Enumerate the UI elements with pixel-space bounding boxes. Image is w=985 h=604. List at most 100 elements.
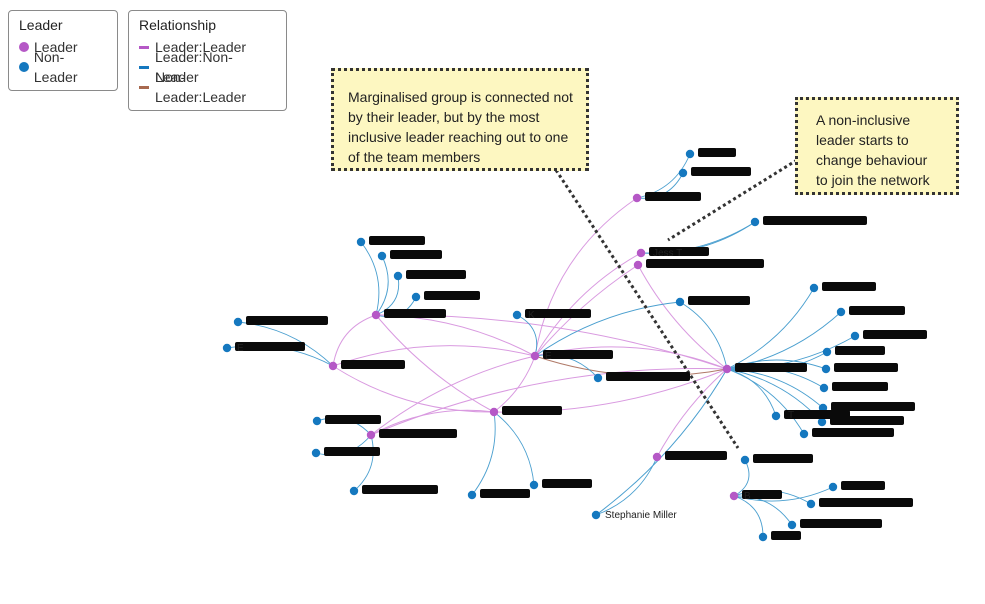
edge-leader-nonleader — [375, 255, 389, 316]
redacted-label-bar — [362, 485, 438, 494]
legend-leader-title: Leader — [19, 17, 63, 33]
non-leader-node[interactable] — [809, 283, 819, 293]
redacted-label-bar — [735, 363, 807, 372]
leader-node[interactable] — [729, 491, 739, 501]
legend-item-leader: Leader — [19, 37, 107, 57]
non-leader-node[interactable] — [222, 343, 232, 353]
node-layer — [222, 149, 860, 542]
non-leader-node[interactable] — [822, 347, 832, 357]
redacted-label-bar — [502, 406, 562, 415]
non-leader-node[interactable] — [393, 271, 403, 281]
non-leader-node[interactable] — [512, 310, 522, 320]
non-leader-node[interactable] — [593, 373, 603, 383]
redacted-label-bar — [235, 342, 305, 351]
edge-leader-nonleader — [595, 456, 658, 516]
redacted-label-bar — [665, 451, 727, 460]
redacted-label-bar — [800, 519, 882, 528]
node-label-t-prefix: T — [788, 410, 794, 421]
non-leader-node[interactable] — [806, 499, 816, 509]
non-leader-node[interactable] — [529, 480, 539, 490]
edge-leader-leader — [534, 264, 639, 357]
redacted-label-bar — [649, 247, 709, 256]
non-leader-node[interactable] — [233, 317, 243, 327]
edge-leader-nonleader — [471, 411, 496, 496]
edge-leader-leader — [370, 409, 495, 436]
redacted-label-bar — [841, 481, 885, 490]
non-leader-node[interactable] — [817, 417, 827, 427]
non-leader-node[interactable] — [377, 251, 387, 261]
leader-node[interactable] — [489, 407, 499, 417]
redacted-label-bar — [390, 250, 442, 259]
non-leader-node[interactable] — [758, 532, 768, 542]
non-leader-node[interactable] — [467, 490, 477, 500]
non-leader-node[interactable] — [591, 510, 601, 520]
non-leader-node[interactable] — [799, 429, 809, 439]
non-leader-node[interactable] — [771, 411, 781, 421]
redacted-label-bar — [525, 309, 591, 318]
callout-pointer-layer — [554, 158, 798, 449]
non-leader-node[interactable] — [819, 383, 829, 393]
edge-leader-leader — [375, 314, 495, 413]
non-leader-node[interactable] — [821, 364, 831, 374]
node-label-stephanie: Stephanie Miller — [605, 510, 677, 521]
redacted-label-bar — [424, 291, 480, 300]
redacted-label-bar — [646, 259, 764, 268]
redacted-label-bar — [834, 363, 898, 372]
non-leader-node[interactable] — [311, 448, 321, 458]
edge-leader-nonleader — [726, 287, 815, 370]
edge-leader-nonleader — [679, 301, 728, 370]
leader-node[interactable] — [530, 351, 540, 361]
edge-leader-leader — [534, 252, 642, 357]
leader-node[interactable] — [722, 364, 732, 374]
redacted-label-bar — [819, 498, 913, 507]
leader-node[interactable] — [633, 260, 643, 270]
nonleader-leader-swatch-icon — [139, 85, 149, 89]
legend-item-label: Leader — [34, 39, 78, 55]
non-leader-node[interactable] — [787, 520, 797, 530]
leader-node[interactable] — [632, 193, 642, 203]
redacted-label-bar — [406, 270, 466, 279]
callout-pointer — [554, 169, 740, 449]
edge-leader-nonleader — [733, 495, 793, 526]
redacted-label-bar — [753, 454, 813, 463]
non-leader-dot-icon — [19, 62, 29, 72]
edge-leader-nonleader — [516, 314, 538, 357]
leader-node[interactable] — [636, 248, 646, 258]
non-leader-node[interactable] — [740, 455, 750, 465]
non-leader-node[interactable] — [678, 168, 688, 178]
edge-leader-leader — [637, 264, 728, 370]
legend-item-nonleader-leader: Non-Leader:Leader — [139, 69, 276, 105]
edge-leader-nonleader — [493, 411, 535, 486]
non-leader-node[interactable] — [675, 297, 685, 307]
redacted-label-bar — [543, 350, 613, 359]
node-label-l-prefix: E — [237, 343, 244, 354]
legend-relationship: Relationship Leader:Leader Leader:Non-Le… — [128, 10, 287, 111]
non-leader-node[interactable] — [356, 237, 366, 247]
leader-node[interactable] — [328, 361, 338, 371]
edge-leader-nonleader — [595, 368, 728, 516]
leader-node[interactable] — [366, 430, 376, 440]
callout-marginalised-text: Marginalised group is connected not by t… — [348, 89, 573, 165]
legend-relationship-title: Relationship — [139, 17, 217, 33]
non-leader-node[interactable] — [850, 331, 860, 341]
non-leader-node[interactable] — [349, 486, 359, 496]
non-leader-node[interactable] — [685, 149, 695, 159]
non-leader-node[interactable] — [836, 307, 846, 317]
label-layer — [235, 148, 927, 540]
edge-leader-leader — [332, 345, 536, 367]
non-leader-node[interactable] — [750, 217, 760, 227]
edge-leader-nonleader — [636, 153, 691, 199]
edge-leader-leader — [534, 197, 638, 357]
non-leader-node[interactable] — [828, 482, 838, 492]
leader-node[interactable] — [371, 310, 381, 320]
legend-leader: Leader Leader Non-Leader — [8, 10, 118, 91]
edge-leader-nonleader — [534, 301, 681, 357]
node-label-jess-t: Jess T — [653, 248, 682, 259]
non-leader-node[interactable] — [411, 292, 421, 302]
redacted-label-bar — [341, 360, 405, 369]
leader-node[interactable] — [652, 452, 662, 462]
edge-leader-leader — [370, 368, 728, 436]
legend-item-label: Leader:Leader — [155, 39, 247, 55]
redacted-label-bar — [742, 490, 782, 499]
non-leader-node[interactable] — [312, 416, 322, 426]
